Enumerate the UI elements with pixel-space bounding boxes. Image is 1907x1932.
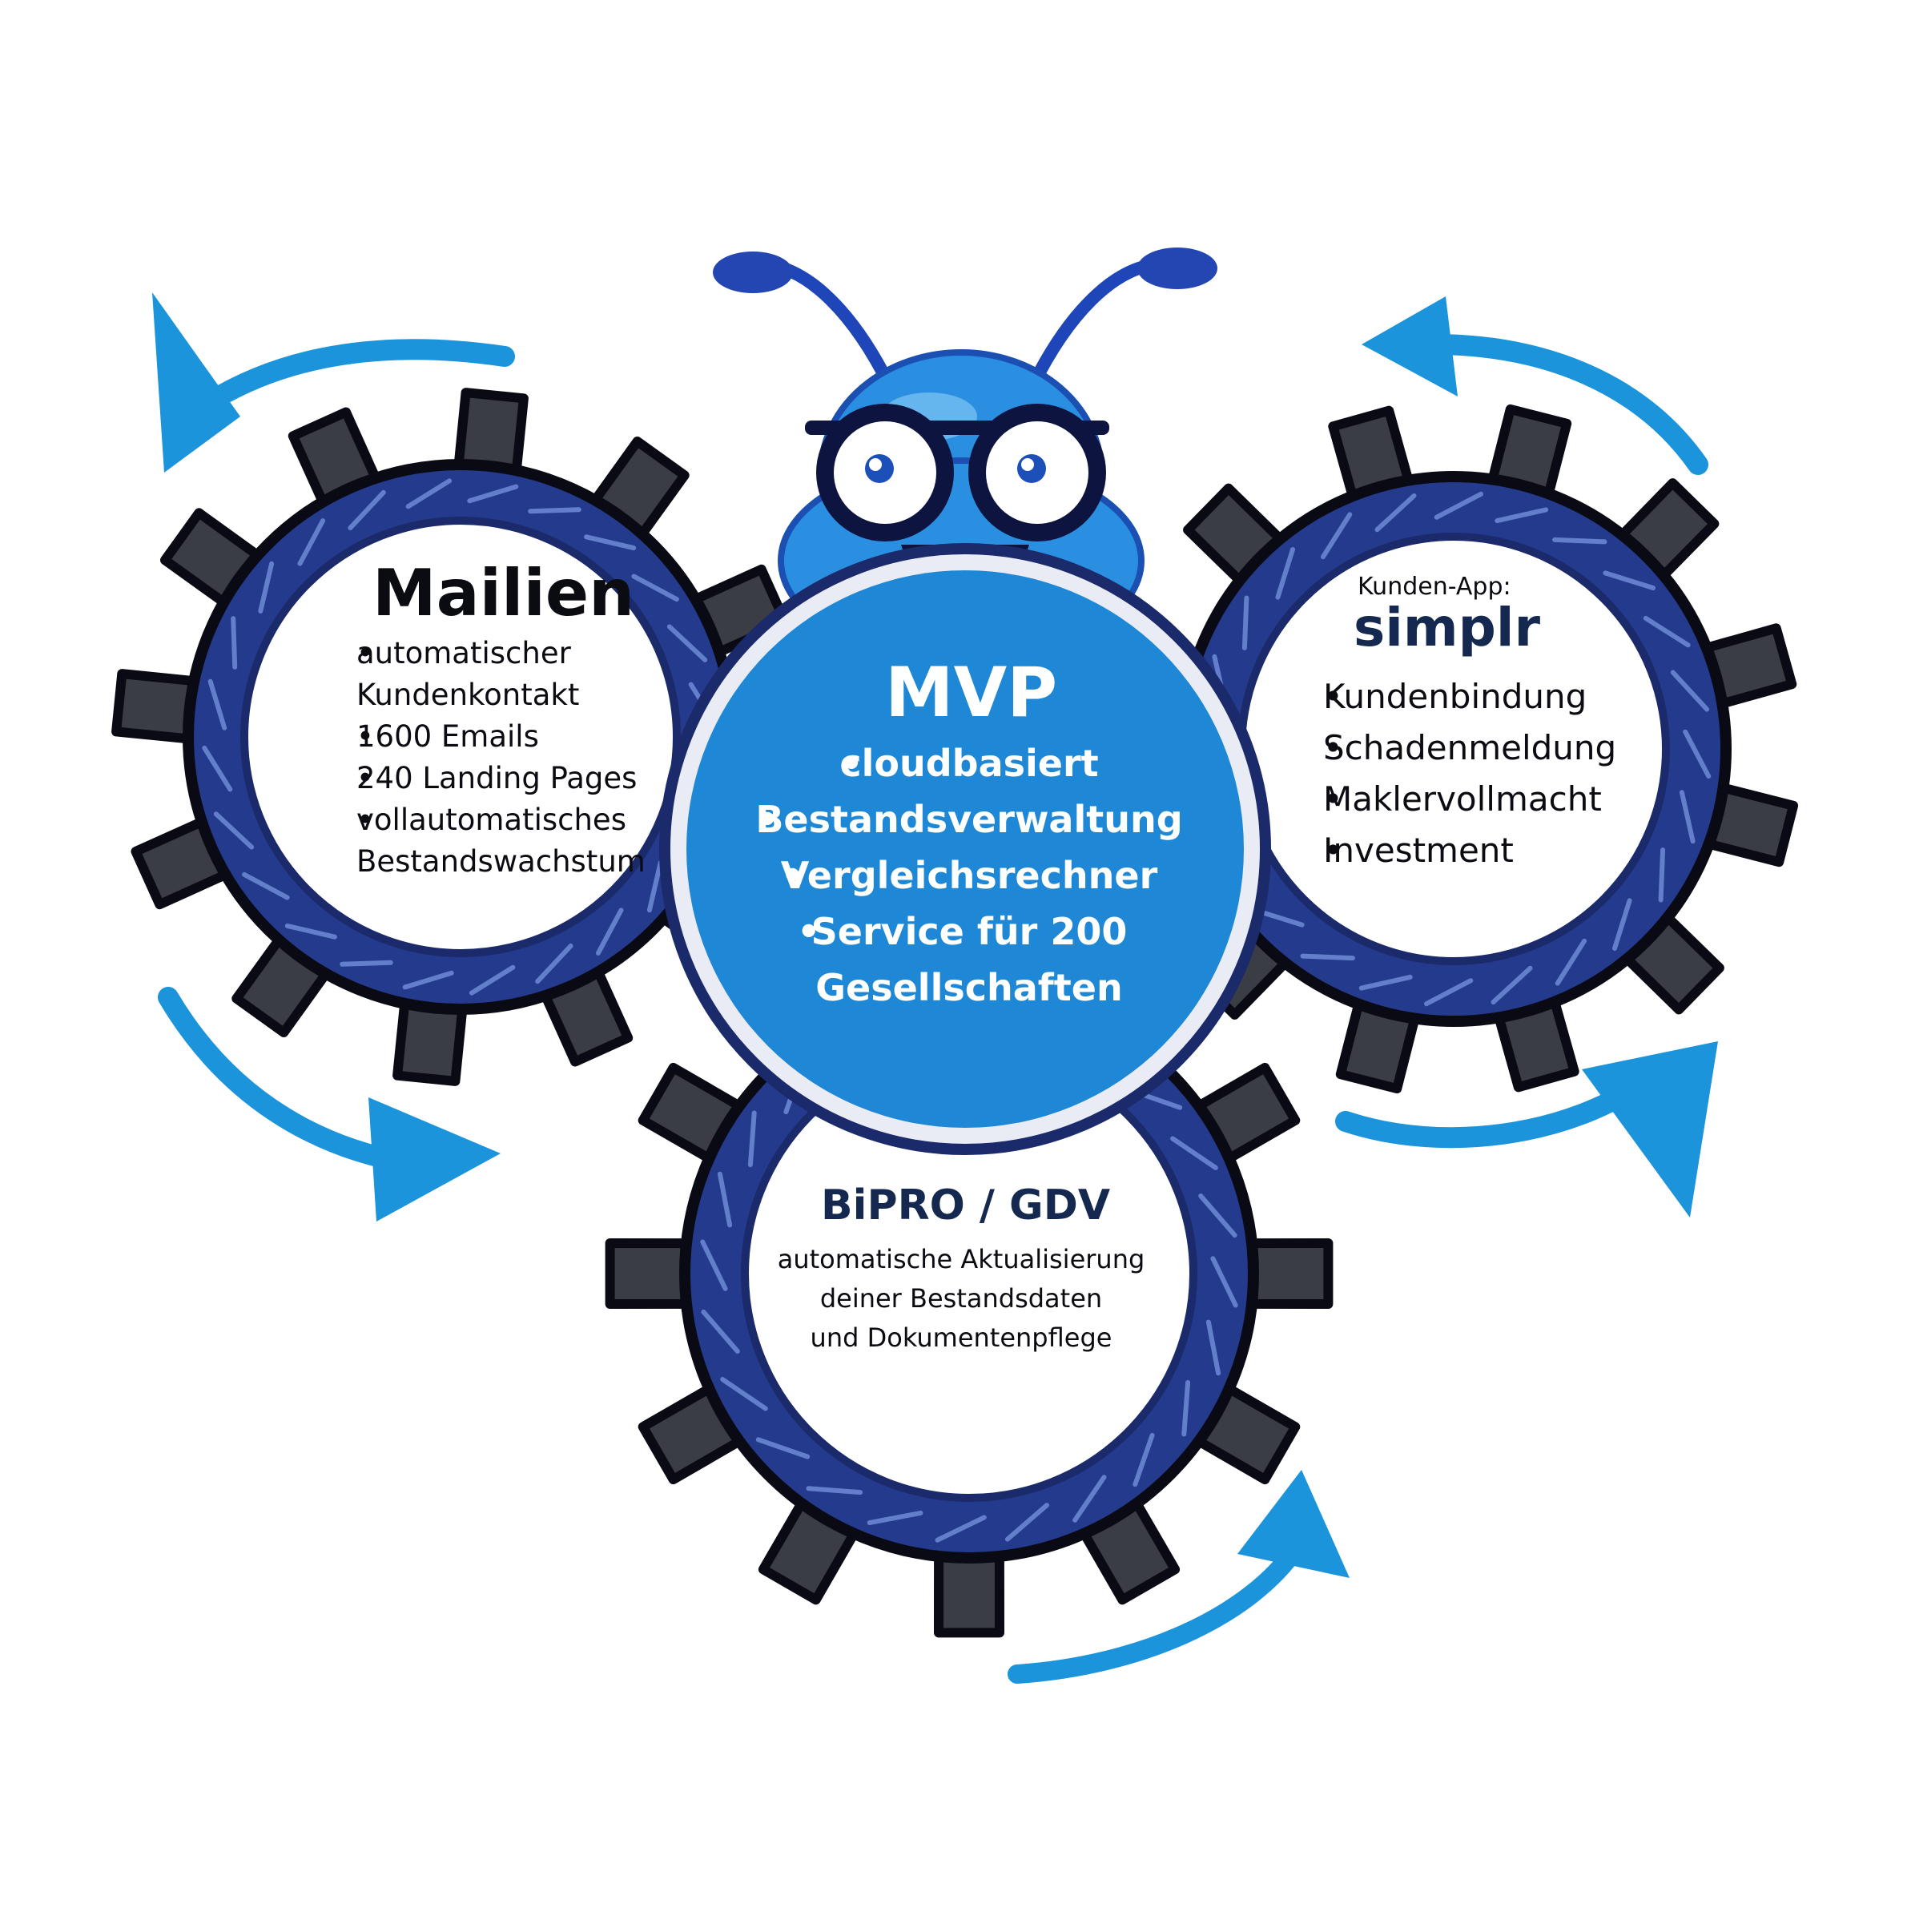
- cycle-arrows: [152, 292, 1718, 1684]
- bipro-description: automatische Aktualisierung deiner Besta…: [749, 1240, 1173, 1358]
- bipro-line: deiner Bestandsdaten: [819, 1283, 1103, 1314]
- simplr-item: Investment: [1323, 831, 1514, 870]
- simplr-title: simplr: [1354, 597, 1541, 658]
- list-item: Service für 200 Gesellschaften: [737, 904, 1201, 1016]
- mailien-item: 1600 Emails: [356, 719, 539, 754]
- list-item: Maklervollmacht: [1281, 774, 1634, 825]
- mailien-item: 240 Landing Pages: [356, 761, 638, 795]
- mvp-item: Service für 200 Gesellschaften: [811, 910, 1128, 1009]
- simplr-item: Schadenmeldung: [1323, 728, 1617, 767]
- mailien-item: vollautomatisches Bestandswachstum: [356, 803, 646, 879]
- simplr-item: Maklervollmacht: [1323, 779, 1602, 819]
- list-item: Vergleichsrechner: [737, 847, 1201, 904]
- list-item: vollautomatisches Bestandswachstum: [320, 799, 673, 883]
- mvp-item: Bestandsverwaltung: [755, 798, 1183, 841]
- mvp-list: cloudbasiert Bestandsverwaltung Vergleic…: [737, 735, 1201, 1016]
- bipro-line: und Dokumentenpflege: [810, 1322, 1112, 1353]
- cycle-arrow-icon: [1335, 1041, 1718, 1218]
- mailien-item: automatischer Kundenkontakt: [356, 636, 580, 712]
- bipro-title: BiPRO / GDV: [821, 1181, 1111, 1230]
- list-item: Kundenbindung: [1281, 671, 1634, 722]
- mvp-item: cloudbasiert: [839, 742, 1099, 785]
- mailien-title: Mailien: [372, 556, 635, 630]
- list-item: automatischer Kundenkontakt: [320, 633, 673, 716]
- mvp-item: Vergleichsrechner: [780, 854, 1158, 897]
- bipro-line: automatische Aktualisierung: [777, 1244, 1145, 1274]
- mailien-list: automatischer Kundenkontakt 1600 Emails …: [320, 633, 673, 883]
- mvp-title: MVP: [885, 653, 1058, 733]
- list-item: Investment: [1281, 825, 1634, 876]
- list-item: 1600 Emails: [320, 716, 673, 758]
- simplr-item: Kundenbindung: [1323, 677, 1587, 716]
- cycle-arrow-icon: [1008, 1470, 1350, 1684]
- list-item: cloudbasiert: [737, 735, 1201, 791]
- simplr-list: Kundenbindung Schadenmeldung Maklervollm…: [1281, 671, 1634, 876]
- list-item: 240 Landing Pages: [320, 758, 673, 799]
- simplr-subtitle: Kunden-App:: [1358, 573, 1511, 601]
- list-item: Bestandsverwaltung: [737, 791, 1201, 847]
- cycle-arrow-icon: [1362, 296, 1708, 475]
- list-item: Schadenmeldung: [1281, 722, 1634, 774]
- cycle-arrow-icon: [158, 987, 501, 1222]
- cycle-arrow-icon: [152, 292, 515, 473]
